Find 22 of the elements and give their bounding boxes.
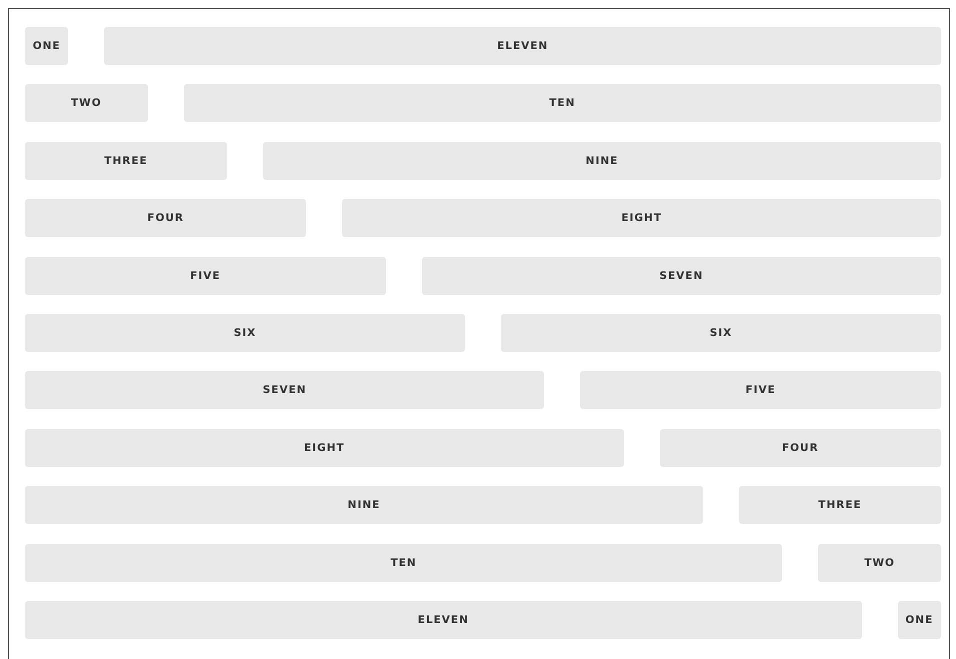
cell-label: EIGHT	[304, 442, 345, 454]
cell-label: NINE	[586, 154, 618, 167]
cell-label: FOUR	[782, 442, 819, 454]
cell-label: SEVEN	[659, 270, 704, 282]
cell-label: TWO	[864, 556, 895, 569]
cell-label: ELEVEN	[497, 40, 548, 52]
cell-label: FOUR	[147, 212, 184, 224]
cell-label: TEN	[390, 556, 417, 569]
cell-label: TEN	[549, 97, 576, 110]
cell-label: SEVEN	[262, 384, 307, 396]
cell-label: THREE	[818, 499, 862, 512]
cell-label: TWO	[70, 97, 102, 110]
cell-label: EIGHT	[621, 212, 662, 224]
cell-label: FIVE	[190, 270, 221, 282]
cell-label: FIVE	[745, 384, 776, 396]
cell-label: ELEVEN	[418, 614, 469, 626]
cell-label: ONE	[32, 40, 61, 52]
cell-label: THREE	[104, 154, 148, 167]
cell-label: SIX	[710, 327, 732, 339]
cell-label: SIX	[234, 327, 256, 339]
cell-label: ONE	[905, 614, 934, 626]
cell-label: NINE	[348, 499, 380, 512]
